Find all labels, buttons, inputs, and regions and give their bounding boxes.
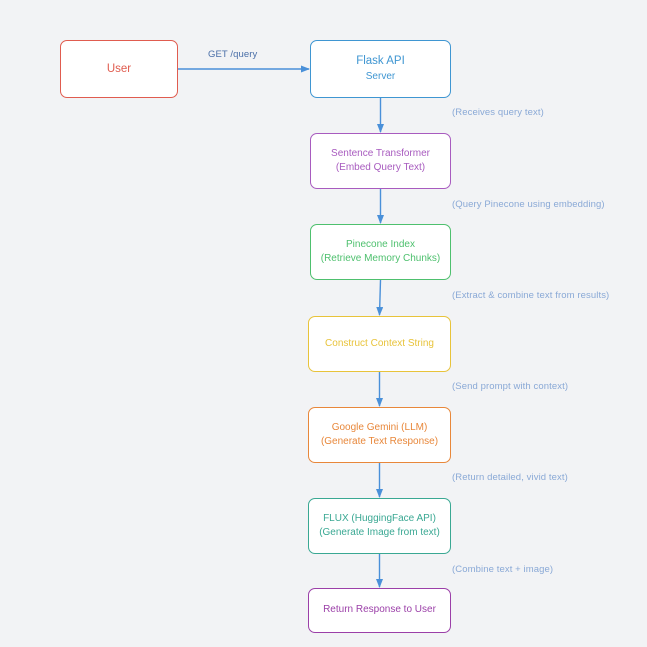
node-label-primary: Return Response to User — [323, 604, 436, 616]
node-construct-context-string[interactable]: Construct Context String — [308, 316, 451, 372]
node-label-primary: FLUX (HuggingFace API) — [323, 512, 436, 524]
node-label-primary: User — [106, 62, 132, 75]
node-label-secondary: (Retrieve Memory Chunks) — [320, 253, 441, 264]
node-label-primary: Pinecone Index — [346, 238, 415, 250]
edge-label-flask-to-sentence: (Receives query text) — [452, 107, 544, 118]
node-user[interactable]: User — [60, 40, 178, 98]
node-label-secondary: (Generate Image from text) — [319, 527, 440, 538]
node-label-primary: Flask API — [356, 55, 405, 68]
edge-label-flux-to-return: (Combine text + image) — [452, 564, 554, 575]
node-label-secondary: Server — [365, 71, 396, 83]
node-google-gemini[interactable]: Google Gemini (LLM) (Generate Text Respon… — [308, 407, 451, 463]
node-label-secondary: (Embed Query Text) — [335, 162, 426, 173]
edge-label-pinecone-to-context: (Extract & combine text from results) — [452, 290, 610, 301]
edge-pinecone-to-context — [376, 279, 384, 316]
node-flux-huggingface[interactable]: FLUX (HuggingFace API) (Generate Image fr… — [308, 498, 451, 554]
node-flask-api[interactable]: Flask API Server — [310, 40, 451, 98]
node-pinecone-index[interactable]: Pinecone Index (Retrieve Memory Chunks) — [310, 224, 451, 280]
node-label-primary: Construct Context String — [325, 337, 434, 349]
node-label-secondary: (Generate Text Response) — [320, 436, 439, 447]
node-return-response[interactable]: Return Response to User — [308, 588, 451, 633]
node-label-primary: Sentence Transformer — [331, 147, 430, 159]
edge-label-context-to-gemini: (Send prompt with context) — [452, 381, 569, 392]
node-label-primary: Google Gemini (LLM) — [331, 421, 428, 433]
edge-label-sentence-to-pinecone: (Query Pinecone using embedding) — [452, 199, 605, 210]
edge-label-gemini-to-flux: (Return detailed, vivid text) — [452, 472, 568, 483]
node-sentence-transformer[interactable]: Sentence Transformer (Embed Query Text) — [310, 133, 451, 189]
edge-label-user-to-flask: GET /query — [208, 49, 258, 60]
